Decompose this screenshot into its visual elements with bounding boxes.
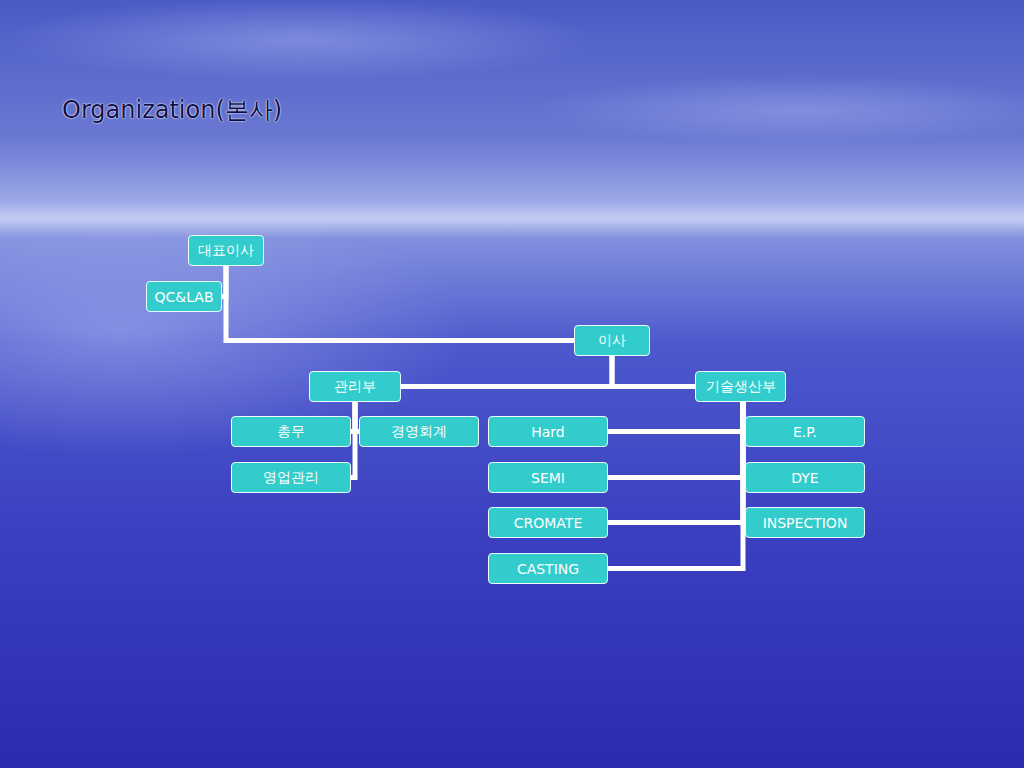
box-label: CASTING bbox=[517, 561, 579, 577]
org-box: 총무 bbox=[231, 416, 351, 447]
org-connector bbox=[401, 356, 612, 387]
org-box: DYE bbox=[745, 462, 865, 493]
org-box: 영업관리 bbox=[231, 462, 351, 493]
org-box: QC&LAB bbox=[146, 281, 222, 312]
box-label: INSPECTION bbox=[763, 515, 848, 531]
box-label: 영업관리 bbox=[263, 469, 319, 487]
org-connector bbox=[612, 356, 695, 387]
org-box: CROMATE bbox=[488, 507, 608, 538]
org-box: Hard bbox=[488, 416, 608, 447]
box-label: 관리부 bbox=[334, 378, 376, 396]
org-box: 이사 bbox=[574, 325, 650, 356]
box-label: QC&LAB bbox=[154, 289, 213, 305]
box-label: 대표이사 bbox=[198, 242, 254, 260]
org-box: 대표이사 bbox=[188, 235, 264, 266]
org-box: CASTING bbox=[488, 553, 608, 584]
org-connector bbox=[608, 402, 743, 432]
org-box: 경영회계 bbox=[359, 416, 479, 447]
org-connector bbox=[226, 266, 574, 341]
org-box: 기술생산부 bbox=[695, 371, 786, 402]
box-label: E.P. bbox=[793, 424, 817, 440]
org-box: SEMI bbox=[488, 462, 608, 493]
box-label: 경영회계 bbox=[391, 423, 447, 441]
box-label: DYE bbox=[791, 470, 818, 486]
box-label: 이사 bbox=[598, 332, 626, 350]
org-connector bbox=[608, 402, 743, 478]
org-connector bbox=[608, 402, 743, 523]
org-box: E.P. bbox=[745, 416, 865, 447]
box-label: 총무 bbox=[277, 423, 305, 441]
slide-title: Organization(본사) bbox=[62, 94, 282, 126]
org-connector bbox=[351, 402, 355, 478]
org-box: INSPECTION bbox=[745, 507, 865, 538]
box-label: Hard bbox=[531, 424, 565, 440]
box-label: SEMI bbox=[531, 470, 565, 486]
box-label: CROMATE bbox=[514, 515, 583, 531]
org-connector bbox=[608, 402, 743, 569]
org-box: 관리부 bbox=[309, 371, 401, 402]
box-label: 기술생산부 bbox=[706, 378, 776, 396]
